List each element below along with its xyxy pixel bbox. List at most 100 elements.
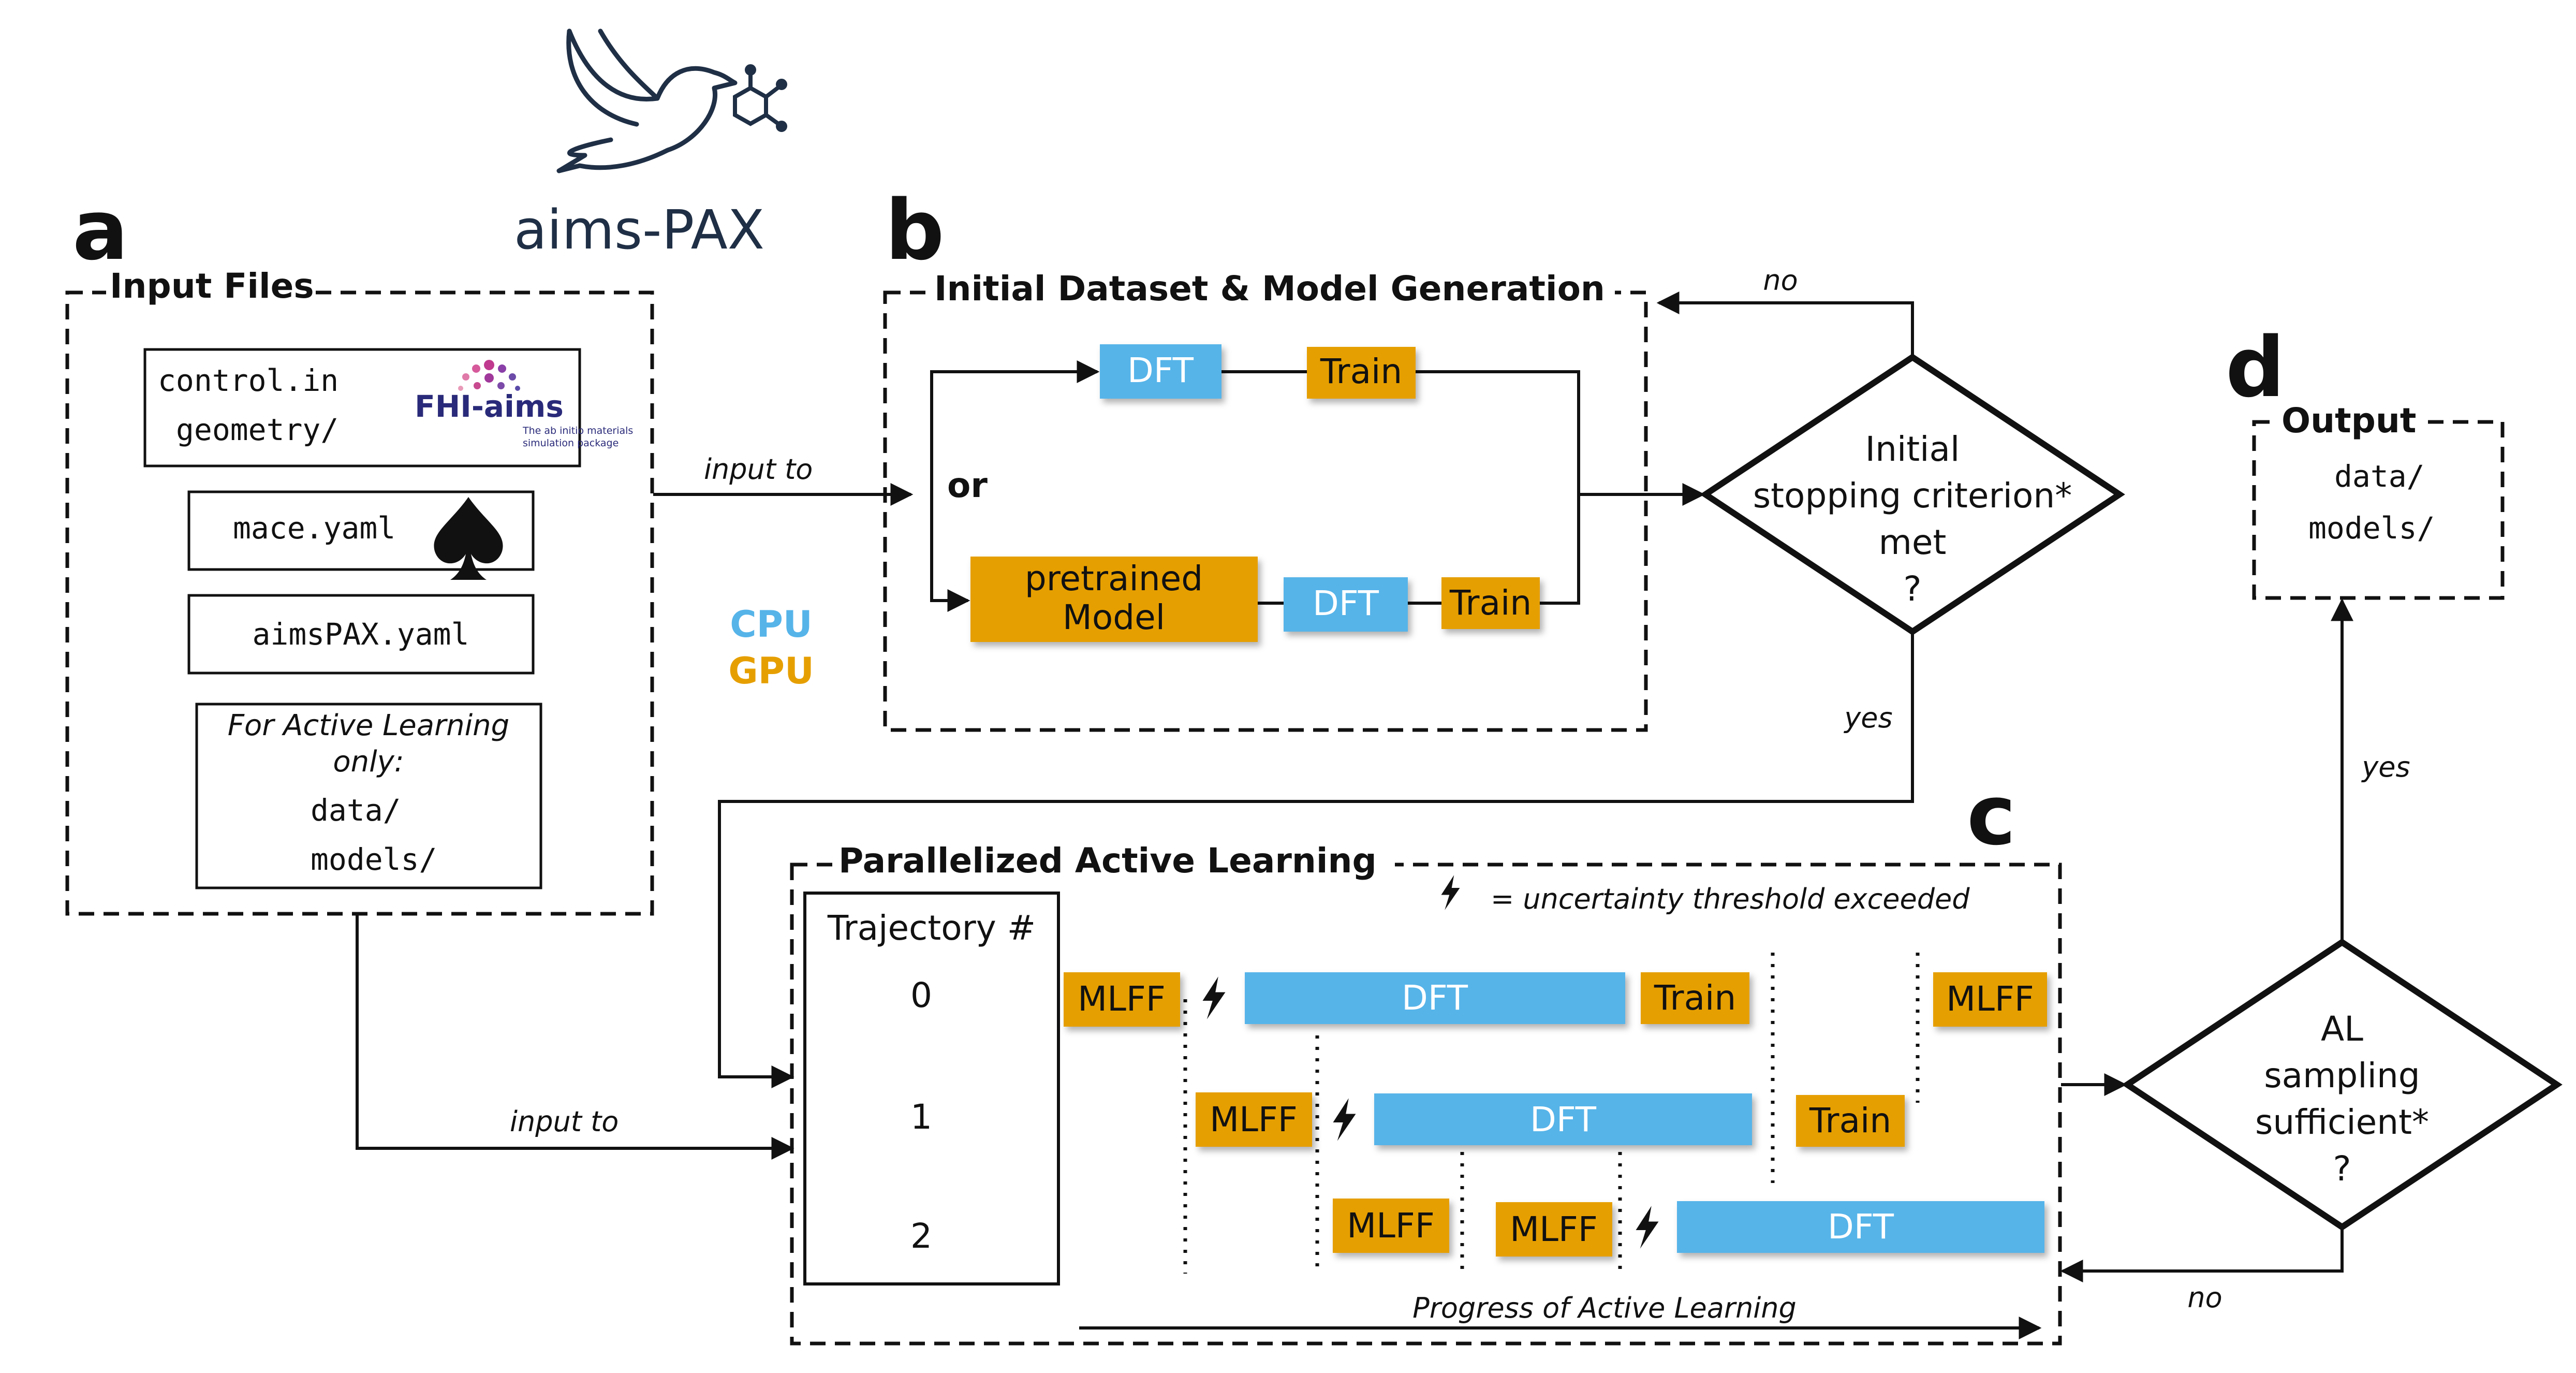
- geometry-file: geometry/: [176, 412, 338, 447]
- or-label: or: [947, 465, 988, 505]
- mlff-task-r0a: [1064, 972, 1180, 1027]
- trajectory-table: [803, 892, 1060, 1286]
- input-to-label-1: input to: [704, 453, 813, 486]
- output-title: Output: [2281, 401, 2416, 441]
- train-task-r1: [1796, 1095, 1905, 1147]
- mlff-label-r2b: MLFF: [1510, 1209, 1598, 1249]
- mlff-task-r1: [1196, 1092, 1312, 1147]
- input-files-title: Input Files: [110, 266, 314, 306]
- input-to-label-2: input to: [510, 1105, 619, 1138]
- al-data-folder: data/: [311, 793, 401, 828]
- train-label-r1: Train: [1809, 1101, 1891, 1141]
- dft-task-r1: [1374, 1093, 1752, 1145]
- branch-top-arrow: [930, 360, 1100, 564]
- dft-label-r2: DFT: [1828, 1207, 1894, 1247]
- mlff-label-r1: MLFF: [1210, 1100, 1298, 1140]
- uncertainty-legend: = uncertainty threshold exceeded: [1491, 883, 1970, 915]
- train-task-top: [1307, 347, 1416, 399]
- cpu-legend: CPU: [730, 603, 813, 646]
- initial-decision-line-2: stopping criterion*: [1753, 476, 2072, 516]
- fhi-aims-text: FHI-aims: [415, 389, 564, 424]
- trajectory-2: 2: [910, 1216, 932, 1256]
- lightning-icon-r2: [1636, 1206, 1659, 1249]
- yes-label-initial: yes: [1843, 702, 1892, 734]
- dft-task-r2: [1677, 1201, 2044, 1253]
- pretrained-label-1: pretrained: [1025, 559, 1203, 598]
- mlff-label-r0b: MLFF: [1946, 979, 2034, 1019]
- al-decision-line-4: ?: [2333, 1149, 2351, 1189]
- train-task-r0: [1641, 972, 1749, 1024]
- al-decision-line-2: sampling: [2264, 1056, 2420, 1096]
- brand-name: aims-PAX: [514, 198, 764, 261]
- no-label-bottom: no: [2187, 1281, 2222, 1314]
- dft-task-top: [1100, 344, 1221, 399]
- fhi-tagline-2: simulation package: [523, 437, 619, 449]
- control-geometry-box: [143, 348, 581, 468]
- arrow-a-to-c: [356, 915, 794, 1160]
- dft-label-r0: DFT: [1402, 978, 1468, 1018]
- mlff-task-r0b: [1933, 972, 2047, 1027]
- dft-label-bottom: DFT: [1313, 583, 1379, 623]
- aims-pax-logo: aims-PAX: [514, 28, 787, 261]
- mlff-label-r0a: MLFF: [1078, 979, 1166, 1019]
- merge-line-top: [1416, 370, 1580, 605]
- arrow-yes-to-c: [718, 632, 1914, 1088]
- dove-icon: [556, 28, 738, 173]
- al-files-box: [195, 703, 542, 889]
- panel-letter-d: d: [2226, 319, 2285, 416]
- spade-icon: [434, 497, 503, 580]
- trajectory-0: 0: [910, 975, 932, 1015]
- al-models-folder: models/: [311, 842, 437, 877]
- panel-letter-c: c: [1967, 767, 2016, 864]
- al-note-line-1: For Active Learning: [228, 709, 509, 742]
- initial-decision-line-1: Initial: [1865, 429, 1960, 469]
- active-learning-panel: [790, 863, 2062, 1346]
- output-data-folder: data/: [2334, 459, 2425, 494]
- train-task-bottom: [1441, 577, 1540, 629]
- dft-task-r0: [1245, 972, 1625, 1024]
- output-panel: [2252, 420, 2505, 600]
- trajectory-header: Trajectory #: [827, 908, 1036, 948]
- al-decision-line-3: sufficient*: [2255, 1102, 2429, 1142]
- lightning-icon-r0: [1202, 976, 1226, 1019]
- initial-decision-line-3: met: [1879, 522, 1947, 562]
- pretrained-label-2: Model: [1063, 597, 1165, 637]
- pretrained-model-task: [970, 557, 1258, 642]
- time-separators: [1183, 953, 1920, 1274]
- mlff-task-r2a: [1333, 1199, 1449, 1253]
- train-label-top: Train: [1320, 352, 1402, 391]
- initial-decision-line-4: ?: [1903, 569, 1921, 609]
- lightning-icon-legend: [1441, 875, 1460, 910]
- aimspax-yaml-file: aimsPAX.yaml: [252, 617, 469, 652]
- dft-label-r1: DFT: [1530, 1100, 1597, 1140]
- fhi-dots-icon: [458, 360, 520, 391]
- initial-generation-title: Initial Dataset & Model Generation: [934, 269, 1605, 309]
- mace-yaml-file: mace.yaml: [233, 510, 395, 546]
- output-models-folder: models/: [2308, 510, 2435, 546]
- train-label-bottom: Train: [1449, 583, 1532, 623]
- control-file: control.in: [158, 363, 338, 398]
- progress-label: Progress of Active Learning: [1412, 1292, 1797, 1324]
- mlff-task-r2b: [1496, 1202, 1612, 1257]
- active-learning-title: Parallelized Active Learning: [838, 841, 1377, 881]
- gpu-legend: GPU: [728, 650, 814, 692]
- fhi-tagline-1: The ab initio materials: [522, 425, 633, 436]
- yes-label-al: yes: [2361, 751, 2410, 783]
- mlff-label-r2a: MLFF: [1347, 1206, 1435, 1246]
- panel-letter-b: b: [885, 182, 945, 279]
- dft-label-top: DFT: [1127, 350, 1194, 390]
- train-label-r0: Train: [1654, 978, 1736, 1018]
- aimspax-yaml-box: [187, 594, 535, 675]
- trajectory-1: 1: [910, 1097, 932, 1137]
- al-decision-line-1: AL: [2321, 1009, 2363, 1049]
- dft-task-bottom: [1284, 577, 1408, 632]
- lightning-icon-r1: [1333, 1098, 1356, 1141]
- branch-bottom-arrow: [930, 518, 970, 612]
- input-files-panel: [65, 290, 654, 916]
- al-note-line-2: only:: [333, 745, 404, 779]
- fhi-aims-logo: FHI-aims The ab initio materials simulat…: [415, 360, 633, 449]
- initial-generation-panel: [883, 290, 1648, 732]
- no-label-top: no: [1763, 264, 1798, 297]
- arrow-no-back-to-b: [1656, 291, 1914, 357]
